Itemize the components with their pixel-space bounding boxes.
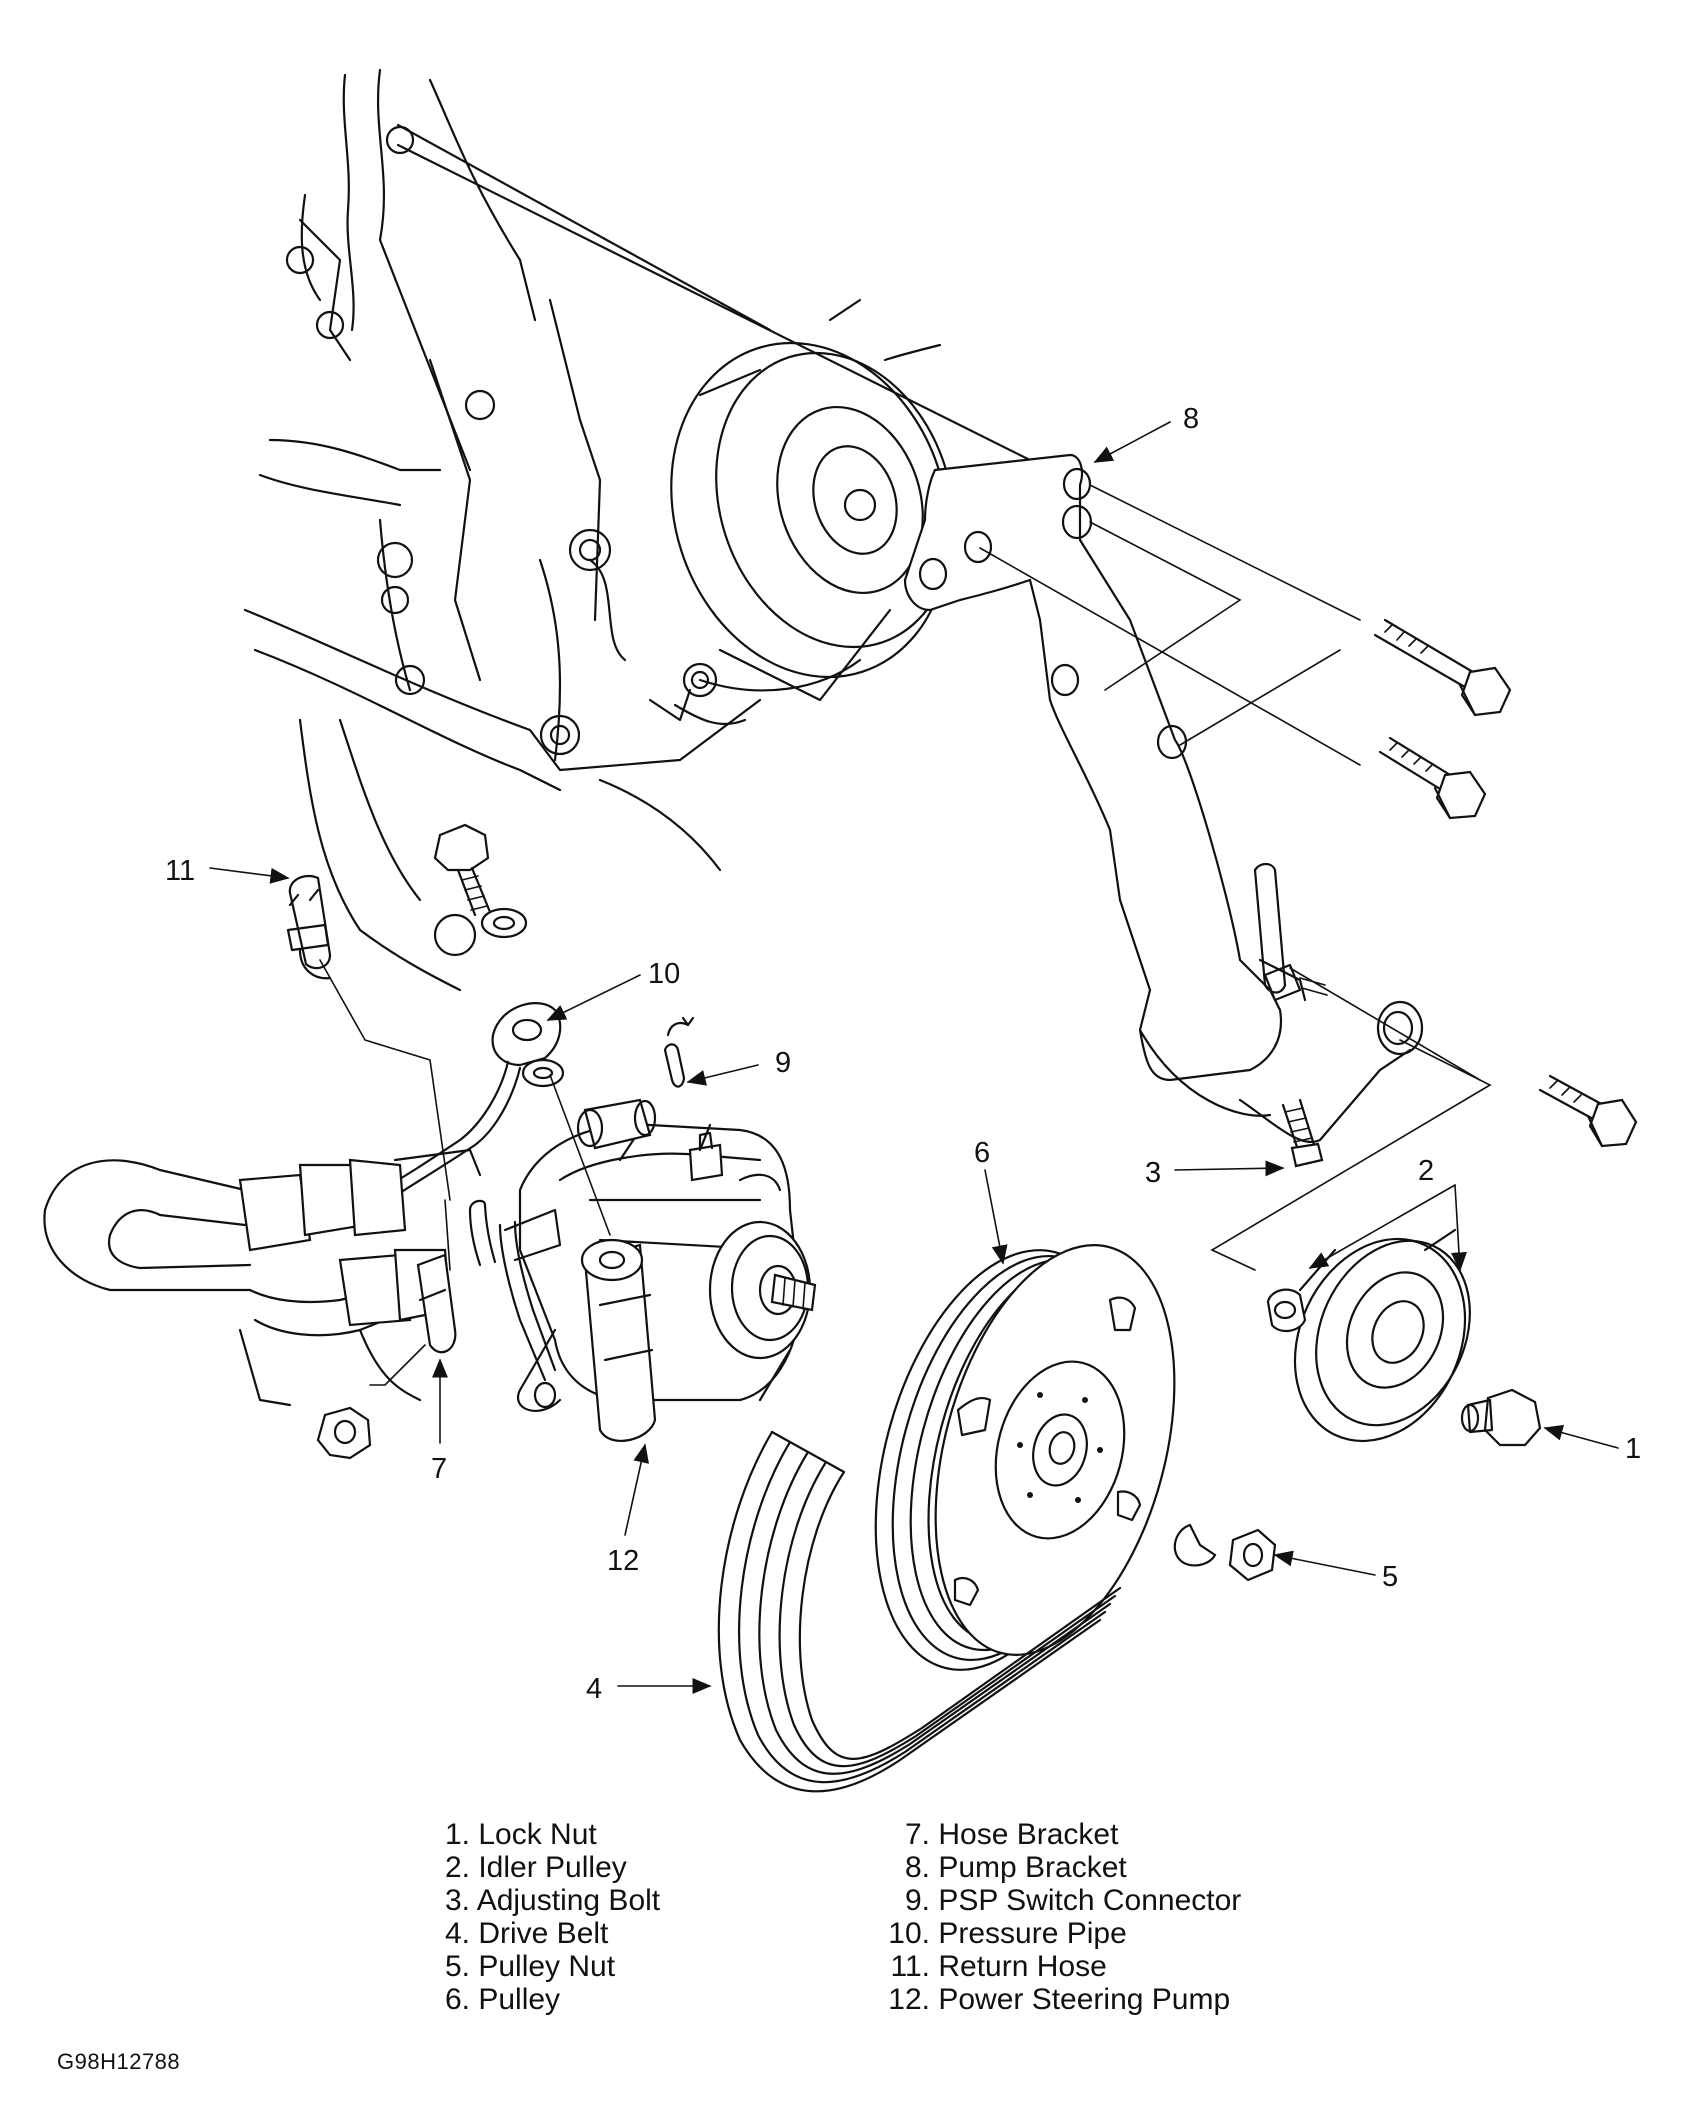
legend-item: 3. Adjusting Bolt [430, 1884, 660, 1917]
parts-legend: 1. Lock Nut 2. Idler Pulley 3. Adjusting… [0, 1818, 1683, 2028]
psp-switch-connector [665, 1018, 693, 1087]
callout-5: 5 [1382, 1561, 1398, 1593]
legend-item: 7. Hose Bracket [873, 1818, 1241, 1851]
power-steering-exploded-diagram: 1 2 3 4 5 6 7 8 9 10 11 12 [0, 0, 1641, 1800]
callout-2: 2 [1418, 1155, 1434, 1187]
callout-9: 9 [775, 1047, 791, 1079]
callout-4: 4 [586, 1673, 602, 1705]
pressure-pipe [380, 825, 610, 1380]
legend-label: Return Hose [938, 1950, 1107, 1983]
adjusting-bolt [1265, 965, 1327, 1166]
power-steering-pump [518, 1100, 815, 1441]
legend-number: 3. [444, 1884, 470, 1917]
return-hose [44, 876, 480, 1405]
drive-belt [719, 1432, 1120, 1791]
pump-bracket [905, 455, 1422, 1142]
legend-number: 5. [444, 1950, 470, 1983]
legend-number: 10. [888, 1917, 930, 1950]
legend-item: 2. Idler Pulley [430, 1851, 660, 1884]
crank-pulley [629, 307, 991, 714]
callout-leaders [210, 422, 1618, 1694]
legend-label: Adjusting Bolt [476, 1884, 661, 1917]
legend-item: 6. Pulley [430, 1983, 660, 2016]
legend-item: 11. Return Hose [873, 1950, 1241, 1983]
legend-number: 9. [904, 1884, 930, 1917]
legend-number: 2. [444, 1851, 470, 1884]
legend-label: Idler Pulley [478, 1851, 627, 1884]
callout-11: 11 [165, 855, 195, 887]
legend-item: 10. Pressure Pipe [873, 1917, 1241, 1950]
hose-bracket [318, 1255, 455, 1458]
legend-label: Pulley [478, 1983, 561, 2016]
legend-label: PSP Switch Connector [938, 1884, 1242, 1917]
callout-10: 10 [648, 958, 680, 990]
legend-label: Drive Belt [478, 1917, 609, 1950]
legend-item: 5. Pulley Nut [430, 1950, 660, 1983]
legend-column-right: 7. Hose Bracket 8. Pump Bracket 9. PSP S… [873, 1818, 1241, 2016]
callout-1: 1 [1625, 1433, 1641, 1465]
legend-item: 1. Lock Nut [430, 1818, 660, 1851]
legend-number: 1. [444, 1818, 470, 1851]
callout-3: 3 [1145, 1157, 1161, 1189]
callout-numbers: 1 2 3 4 5 6 7 8 9 10 11 12 [165, 403, 1641, 1705]
legend-label: Lock Nut [478, 1818, 597, 1851]
callout-7: 7 [431, 1453, 447, 1485]
figure-code: G98H12788 [57, 2049, 181, 2074]
legend-number: 4. [444, 1917, 470, 1950]
legend-number: 8. [904, 1851, 930, 1884]
legend-column-left: 1. Lock Nut 2. Idler Pulley 3. Adjusting… [430, 1818, 660, 2016]
legend-number: 11. [890, 1950, 930, 1983]
legend-label: Hose Bracket [938, 1818, 1119, 1851]
legend-item: 4. Drive Belt [430, 1917, 660, 1950]
legend-item: 12. Power Steering Pump [873, 1983, 1241, 2016]
legend-label: Pulley Nut [478, 1950, 616, 1983]
engine-block [245, 70, 1050, 990]
legend-label: Pressure Pipe [938, 1917, 1127, 1950]
legend-number: 6. [444, 1983, 470, 2016]
legend-number: 12. [888, 1983, 930, 2016]
bracket-bolts [980, 485, 1636, 1270]
legend-item: 9. PSP Switch Connector [873, 1884, 1241, 1917]
callout-6: 6 [974, 1137, 990, 1169]
legend-label: Power Steering Pump [938, 1983, 1231, 2016]
legend-number: 7. [904, 1818, 930, 1851]
callout-8: 8 [1183, 403, 1199, 435]
callout-12: 12 [607, 1545, 639, 1577]
idler-pulley [1263, 1211, 1540, 1469]
legend-label: Pump Bracket [938, 1851, 1127, 1884]
legend-item: 8. Pump Bracket [873, 1851, 1241, 1884]
pump-pulley [833, 1219, 1275, 1698]
